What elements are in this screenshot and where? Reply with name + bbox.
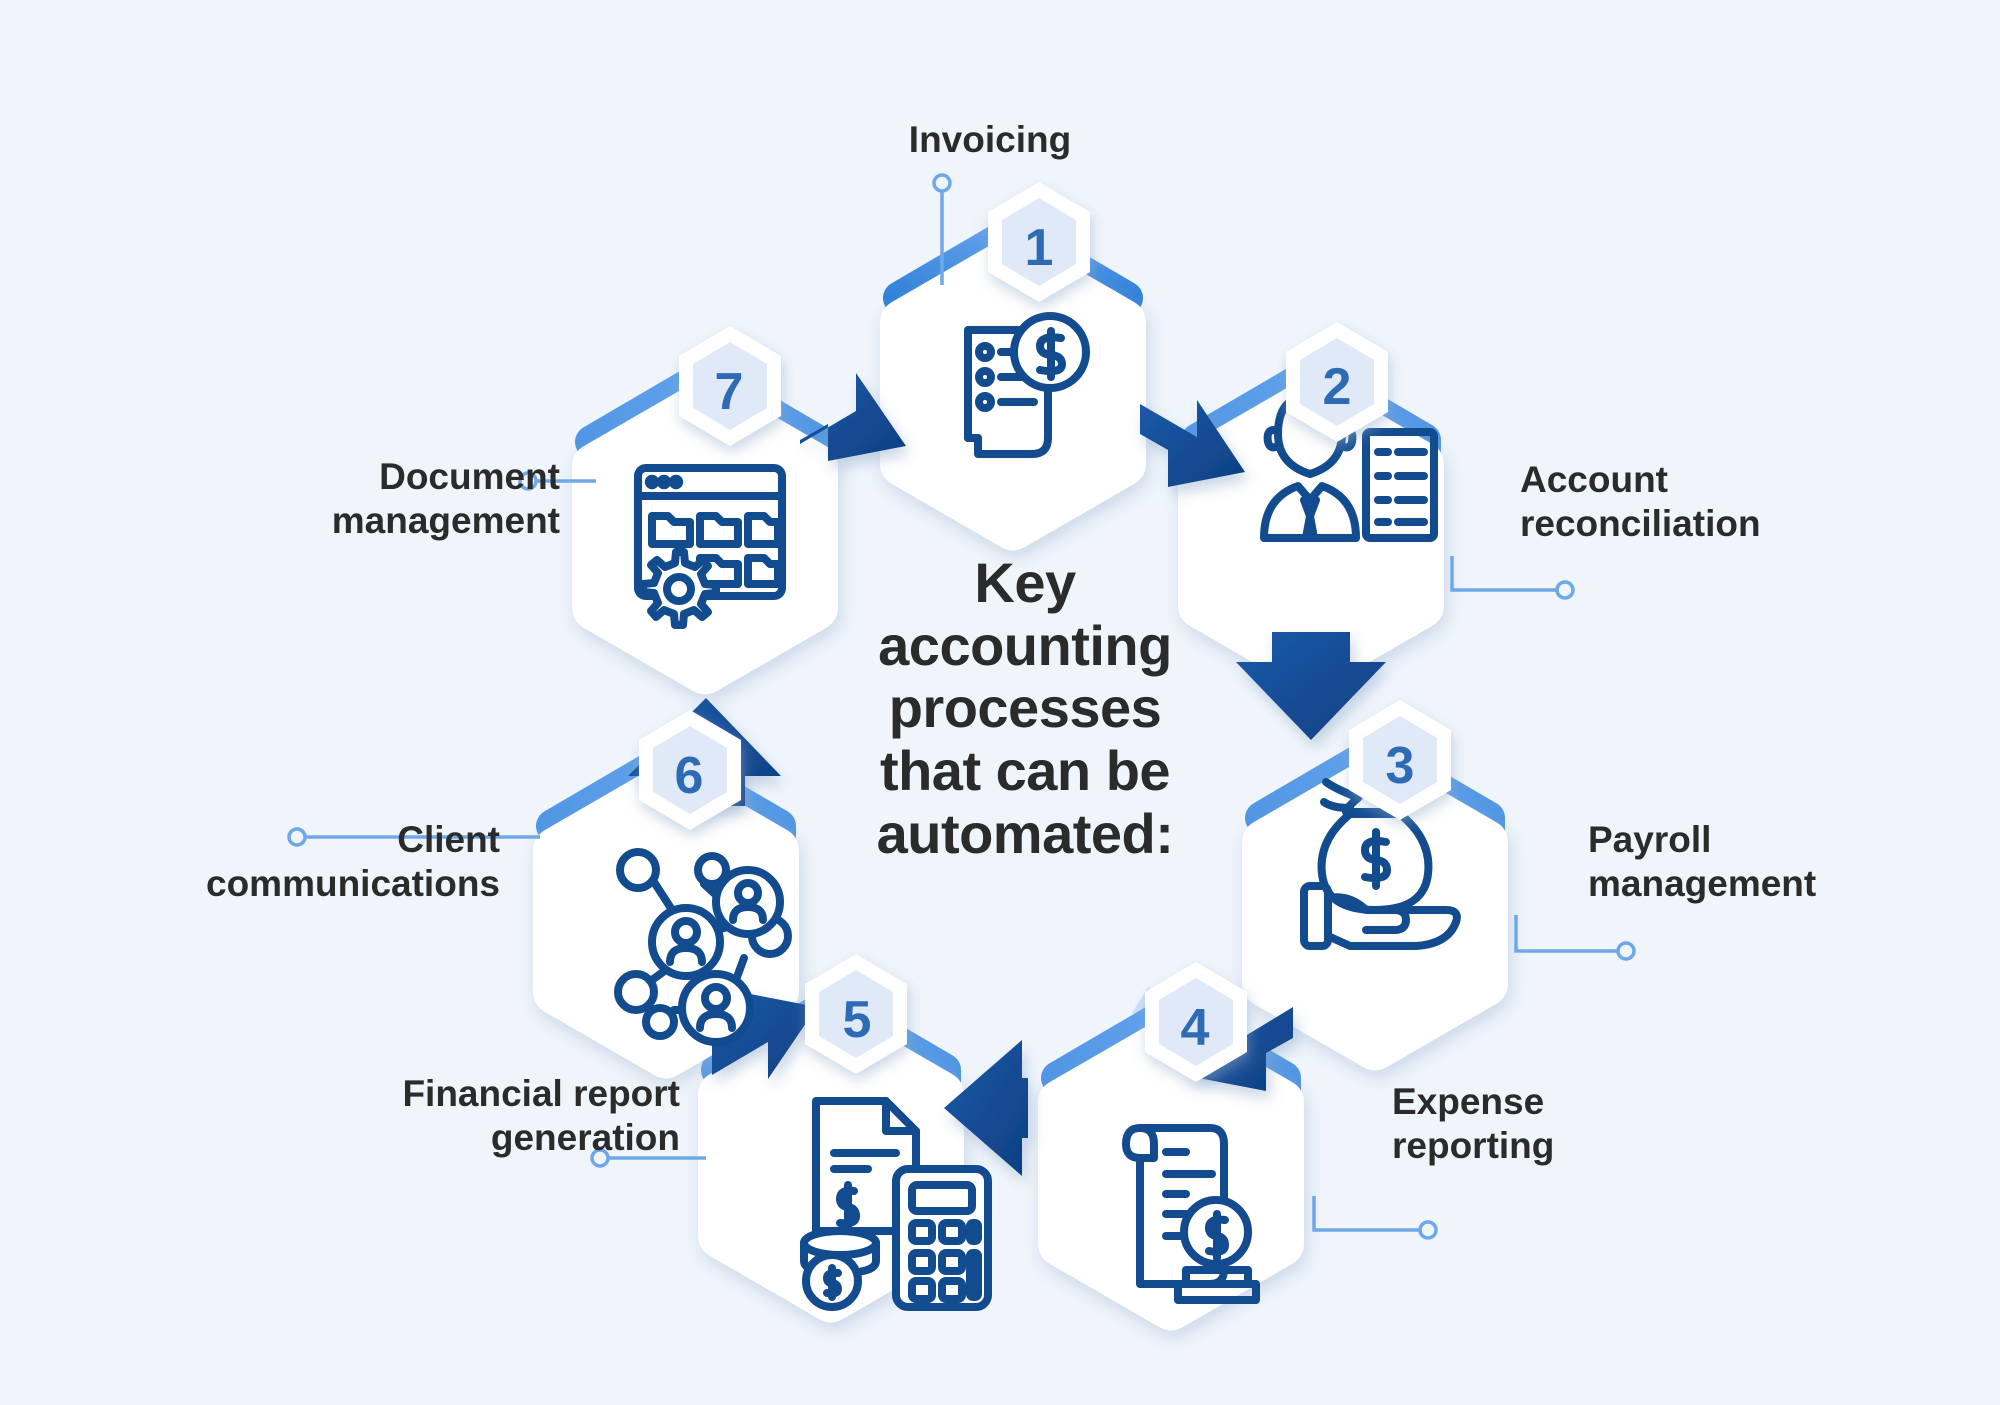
node-label-document-management: Document management xyxy=(331,456,560,541)
folders-gear-icon xyxy=(634,464,786,629)
node-label-account-reconciliation: Account reconciliation xyxy=(1520,459,1761,544)
flow-arrow-1-2 xyxy=(1140,400,1245,487)
number-badge-7 xyxy=(679,326,781,446)
connector-line-4 xyxy=(1312,1196,1438,1240)
badge-number-5: 5 xyxy=(842,991,872,1049)
number-badge-4 xyxy=(1145,962,1247,1082)
badge-number-6: 6 xyxy=(674,747,704,805)
receipt-coins-icon xyxy=(1122,1124,1260,1304)
flow-arrow-5-6 xyxy=(712,992,817,1079)
invoice-dollar-icon xyxy=(964,312,1090,458)
people-network-icon xyxy=(614,848,792,1046)
number-badge-3 xyxy=(1349,700,1451,820)
node-label-financial-report-generation: Financial report generation xyxy=(402,1073,680,1158)
connector-line-group xyxy=(287,173,1636,1240)
badge-number-2: 2 xyxy=(1322,358,1352,416)
hexagon-card-7[interactable] xyxy=(572,376,838,695)
badge-number-4: 4 xyxy=(1180,999,1210,1057)
connector-line-7 xyxy=(518,471,596,491)
number-badge-6 xyxy=(639,710,741,830)
number-badge-group xyxy=(639,182,1451,1082)
node-label-expense-reporting: Expense reporting xyxy=(1392,1081,1555,1166)
connector-line-1 xyxy=(932,173,952,285)
icon-group xyxy=(614,312,1461,1311)
connector-line-3 xyxy=(1514,915,1636,961)
page-title: Key accounting processes that can be aut… xyxy=(876,551,1174,865)
badge-number-3: 3 xyxy=(1385,737,1415,795)
node-label-invoicing: Invoicing xyxy=(908,119,1072,160)
flow-arrow-7-1 xyxy=(800,373,906,461)
node-label-client-communications: Client communications xyxy=(206,819,500,904)
connector-line-6 xyxy=(287,827,540,847)
connector-line-2 xyxy=(1450,556,1575,600)
number-badge-5 xyxy=(805,954,907,1074)
hexagon-card-1[interactable] xyxy=(880,232,1146,551)
connector-line-5 xyxy=(590,1148,706,1168)
flow-arrow-2-3 xyxy=(1236,632,1386,740)
flow-arrow-4-5 xyxy=(944,1040,1028,1176)
badge-number-1: 1 xyxy=(1024,219,1054,277)
number-badge-2 xyxy=(1286,322,1388,442)
number-badge-1 xyxy=(988,182,1090,302)
node-label-payroll-management: Payroll management xyxy=(1588,819,1817,904)
document-calculator-coins-icon xyxy=(800,1097,992,1311)
badge-number-7: 7 xyxy=(714,363,744,421)
